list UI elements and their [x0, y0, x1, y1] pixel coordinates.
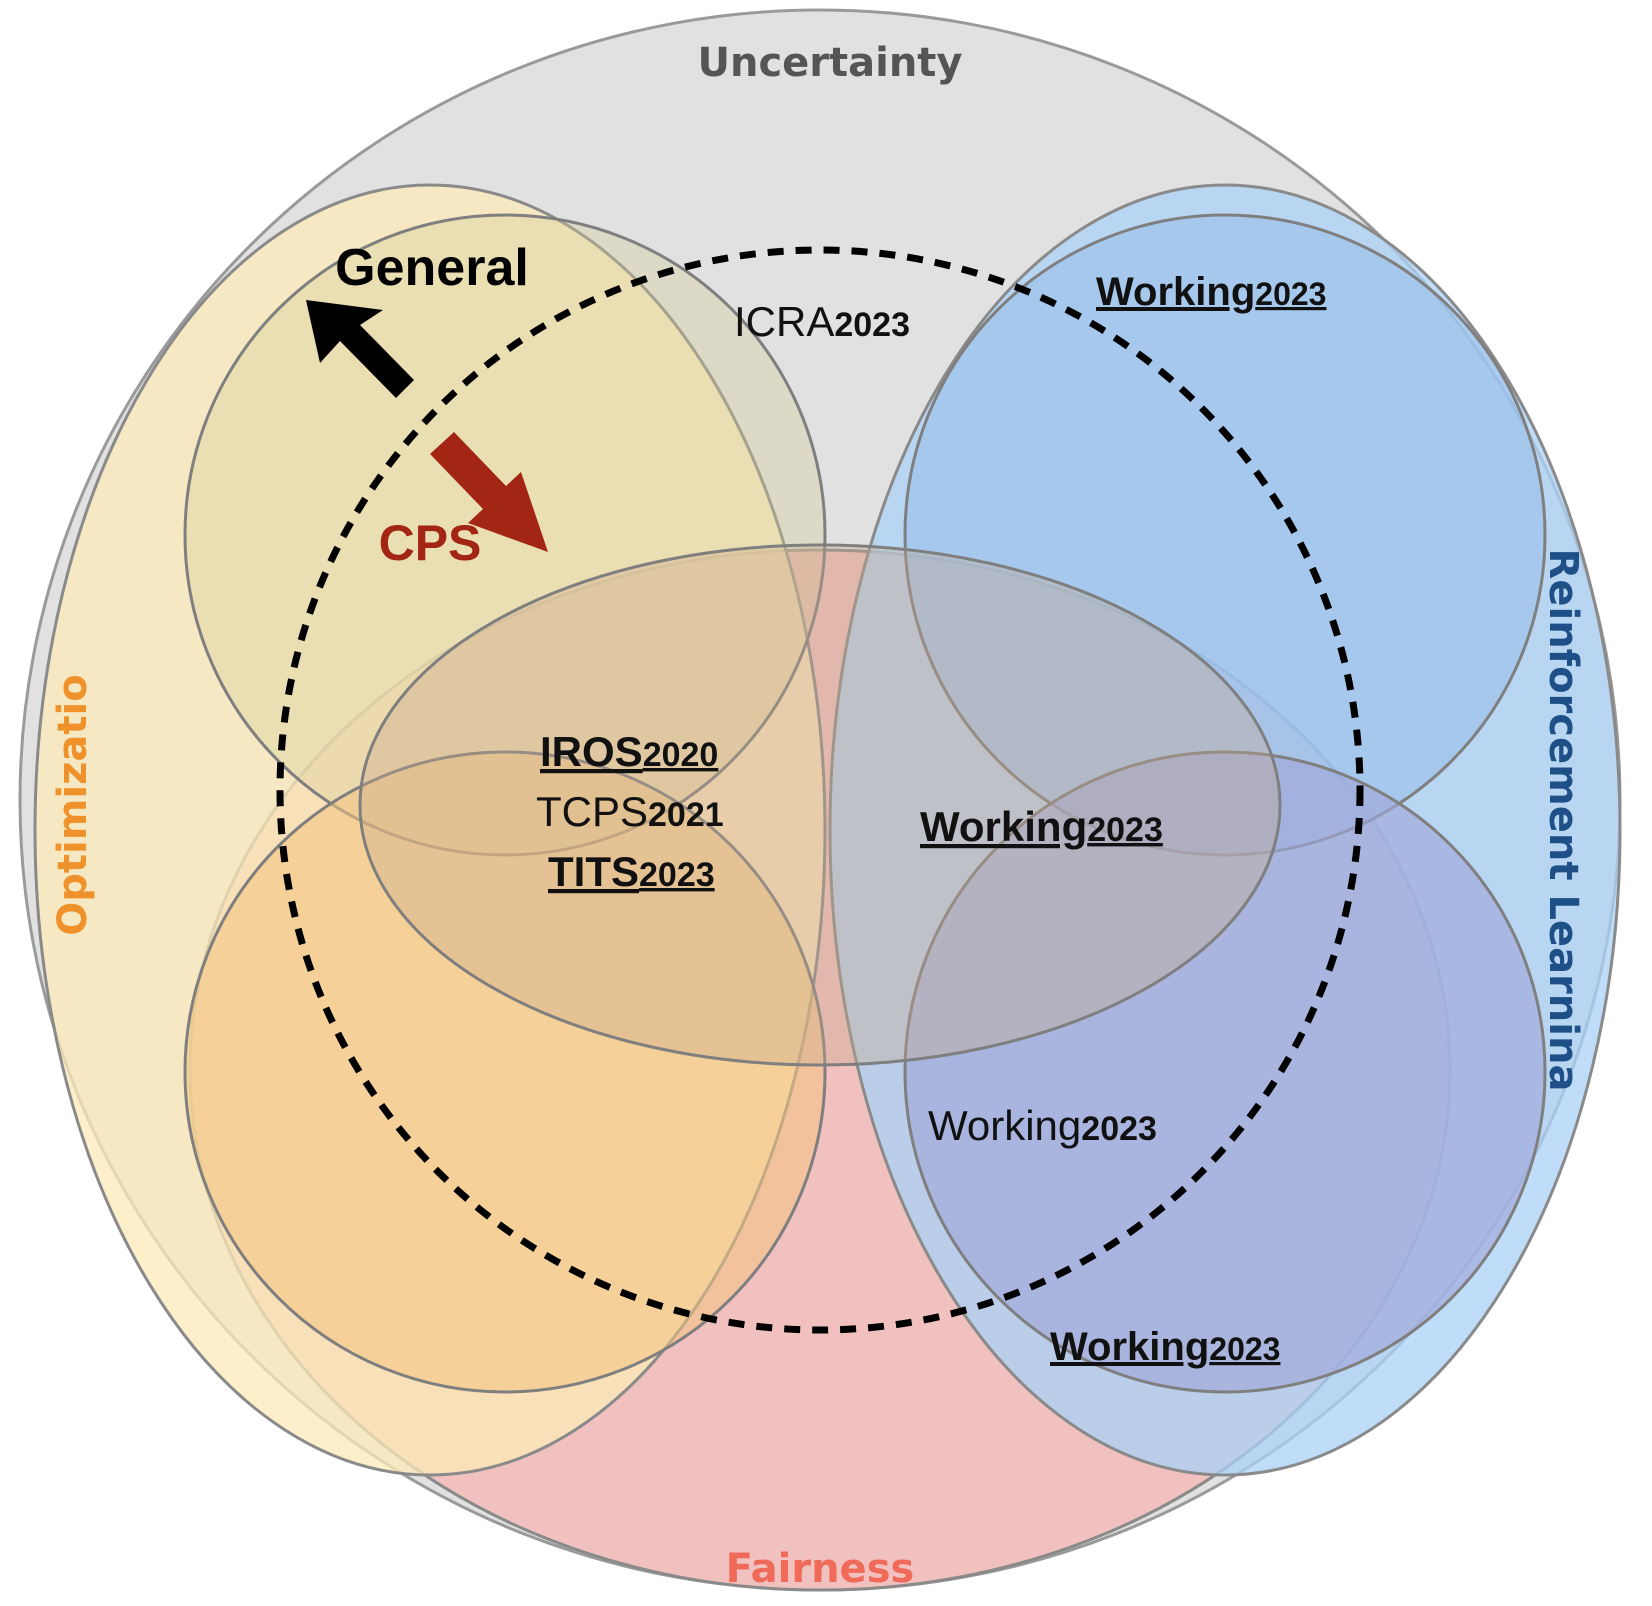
- cps-scope-dashed-circle: [276, 246, 1364, 1334]
- working-center-right-label: Working2023: [920, 803, 1163, 850]
- fairness-label: Fairness: [726, 1546, 915, 1592]
- working-top-right-label: Working2023: [1096, 270, 1326, 314]
- iros2020-label: IROS2020: [540, 728, 718, 775]
- center-overlap-ellipse: [358, 543, 1282, 1067]
- icra2023-label: ICRA2023: [734, 298, 910, 345]
- cps-label: CPS: [379, 515, 482, 571]
- cps-arrow: [430, 432, 548, 552]
- working-lower-right-label: Working2023: [928, 1102, 1157, 1149]
- reinforcement-learning-label: Reinforcement Learnina: [1540, 549, 1586, 1092]
- inner-lower-right-ellipse: [903, 750, 1547, 1394]
- optimization-label: Optimizatio: [50, 674, 96, 935]
- inner-lower-left-ellipse: [183, 750, 827, 1394]
- tits2023-label: TITS2023: [548, 848, 715, 895]
- uncertainty-label: Uncertainty: [697, 40, 962, 86]
- tcps2021-label: TCPS2021: [536, 788, 724, 835]
- general-arrow: [306, 300, 414, 398]
- general-label: General: [335, 239, 529, 297]
- working-bottom-right-label: Working2023: [1050, 1325, 1280, 1369]
